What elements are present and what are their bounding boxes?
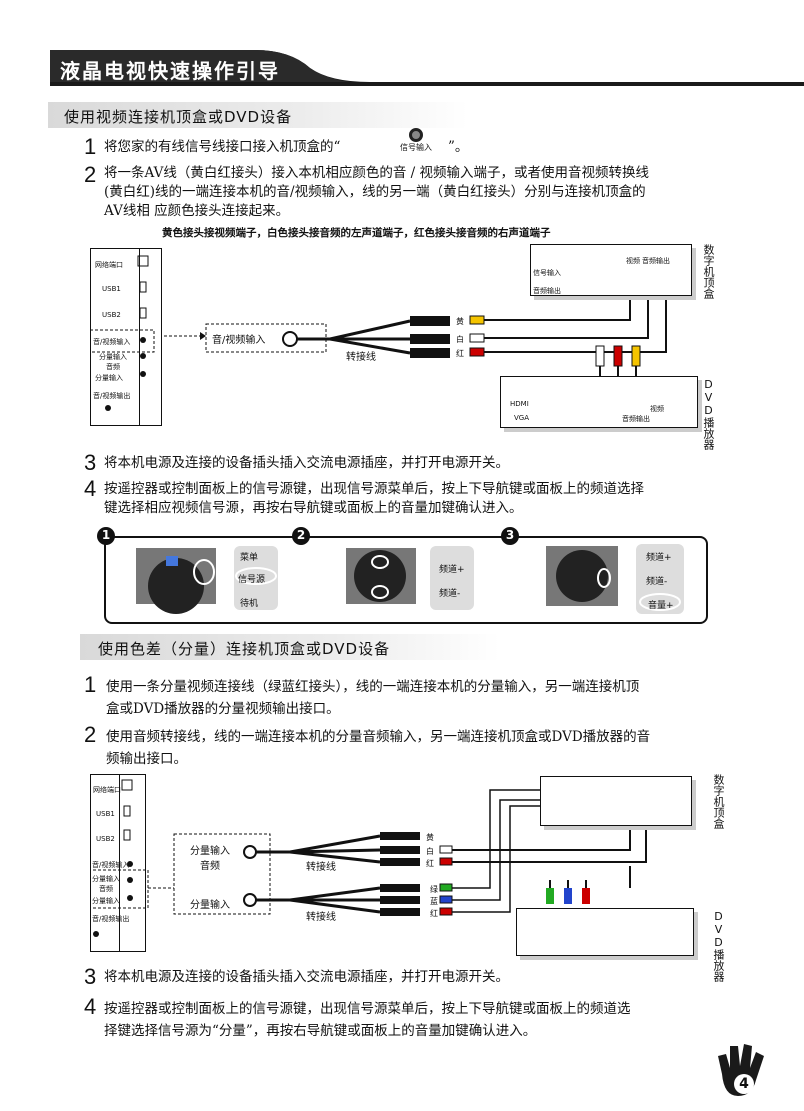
tv-port-label: 音/视频输入 xyxy=(92,861,130,869)
comp-input-label: 分量输入 xyxy=(190,900,230,911)
tv-port-label: 分量输入 音频 xyxy=(99,353,127,371)
av-input-label: 音/视频输入 xyxy=(212,335,266,346)
hand-icon xyxy=(718,1044,764,1096)
step-badge: 1 xyxy=(101,528,111,542)
step-badge: 3 xyxy=(505,528,515,542)
step-number: 1 xyxy=(84,134,97,159)
tv-panel-jacks xyxy=(90,255,155,411)
step-number: 2 xyxy=(84,162,97,187)
plug-label: 白 xyxy=(426,847,434,856)
tv-port-label: 音/视频输出 xyxy=(93,392,131,400)
tv-port-label: 音/视频输出 xyxy=(92,915,130,923)
stb-audio-label: 音频输出 xyxy=(533,287,561,295)
dvd-video-label: 视频 xyxy=(650,405,664,413)
tv-port-label: USB1 xyxy=(96,810,115,818)
menu-item: 音量+ xyxy=(648,601,674,611)
dvd-audio-label: 音频输出 xyxy=(622,415,650,423)
plug-label: 红 xyxy=(456,349,464,358)
menu-item: 菜单 xyxy=(240,553,259,563)
av-connection-diagram xyxy=(164,296,667,396)
stb-video-label: 视频 xyxy=(626,257,640,265)
section2-bar xyxy=(80,634,500,660)
step-number: 4 xyxy=(84,994,97,1019)
plug-label: 红 xyxy=(430,909,438,918)
stb-signal-label: 信号输入 xyxy=(533,269,561,277)
remote-panel-graphics xyxy=(97,527,684,614)
menu-item: 频道+ xyxy=(646,553,672,563)
tv-port-label: USB2 xyxy=(96,835,115,843)
menu-item: 频道+ xyxy=(439,565,465,575)
signal-input-icon: 信号输入 xyxy=(398,128,434,153)
dvd-vga-label: VGA xyxy=(514,414,530,422)
tv-port-label: 分量输入 xyxy=(92,897,120,905)
tv-port-label: USB2 xyxy=(102,311,121,319)
step-text: 使用音频转接线，线的一端连接本机的分量音频输入，另一端连接机顶盒或DVD播放器的… xyxy=(106,729,651,767)
set-top-box xyxy=(530,244,692,296)
section1-bar xyxy=(48,102,468,128)
section1-title: 使用视频连接机顶盒或DVD设备 xyxy=(64,108,293,126)
page-title: 液晶电视快速操作引导 xyxy=(60,59,280,83)
cable-label: 转接线 xyxy=(346,352,376,363)
step-text: 将本机电源及连接的设备插头插入交流电源插座，并打开电源开关。 xyxy=(104,455,509,471)
plug-label: 黄 xyxy=(456,317,464,326)
plug-label: 蓝 xyxy=(430,897,438,906)
plug-label: 绿 xyxy=(430,885,438,894)
tv-port-label: 网络端口 xyxy=(95,261,123,269)
tv-port-label: 分量输入 xyxy=(95,374,123,382)
cable-label: 转接线 xyxy=(306,862,336,873)
step-text: 将本机电源及连接的设备插头插入交流电源插座，并打开电源开关。 xyxy=(104,969,509,985)
step-number: 3 xyxy=(84,450,97,475)
dvd-player xyxy=(500,376,698,428)
dvd-player xyxy=(516,908,694,956)
dvd-hdmi-label: HDMI xyxy=(510,400,529,408)
step-text: 使用一条分量视频连接线（绿蓝红接头），线的一端连接本机的分量输入，另一端连接机顶… xyxy=(106,679,640,717)
stb-label: 数字机顶盒 xyxy=(712,774,725,829)
step-number: 4 xyxy=(84,476,97,501)
step-number: 1 xyxy=(84,672,97,697)
stb-label: 数字机顶盒 xyxy=(702,244,715,299)
audio-input-label: 分量输入 音频 xyxy=(190,846,230,872)
signal-input-icon-label: 信号输入 xyxy=(400,143,432,152)
set-top-box xyxy=(540,776,692,826)
color-note: 黄色接头接视频端子，白色接头接音频的左声道端子，红色接头接音频的右声道端子 xyxy=(162,227,551,239)
plug-label: 红 xyxy=(426,859,434,868)
plug-label: 黄 xyxy=(426,833,434,842)
tv-port-label: 分量输入 音频 xyxy=(92,875,120,893)
remote-instruction-panel xyxy=(104,536,708,624)
cable-label: 转接线 xyxy=(306,912,336,923)
dvd-label: DVD播放器 xyxy=(712,910,725,982)
tv-panel xyxy=(90,774,146,952)
step-number: 2 xyxy=(84,722,97,747)
stb-audio-label: 音频输出 xyxy=(642,257,670,265)
step-text: 按遥控器或控制面板上的信号源键，出现信号源菜单后，按上下导航键或面板上的频道选择… xyxy=(104,481,644,516)
menu-item: 信号源 xyxy=(238,575,266,585)
menu-item: 频道- xyxy=(439,589,461,599)
section2-title: 使用色差（分量）连接机顶盒或DVD设备 xyxy=(98,640,391,658)
tv-port-label: 音/视频输入 xyxy=(93,338,131,346)
page-number: 4 xyxy=(739,1076,749,1092)
header-bar xyxy=(50,50,804,86)
tv-port-label: USB1 xyxy=(102,285,121,293)
menu-item: 频道- xyxy=(646,577,668,587)
step-text: 将一条AV线（黄白红接头）接入本机相应颜色的音 / 视频输入端子，或者使用音视频… xyxy=(104,165,649,219)
step-text: 按遥控器或控制面板上的信号源键，出现信号源菜单后，按上下导航键或面板上的频道选 … xyxy=(104,1001,631,1039)
step-text: ”。 xyxy=(448,139,469,155)
step-number: 3 xyxy=(84,964,97,989)
tv-port-label: 网络端口 xyxy=(93,786,121,794)
menu-item: 待机 xyxy=(240,599,259,609)
step-badge: 2 xyxy=(296,528,306,542)
plug-label: 白 xyxy=(456,335,464,344)
step-text: 将您家的有线信号线接口接入机顶盒的“ xyxy=(104,139,341,155)
dvd-label: DVD播放器 xyxy=(702,378,715,450)
